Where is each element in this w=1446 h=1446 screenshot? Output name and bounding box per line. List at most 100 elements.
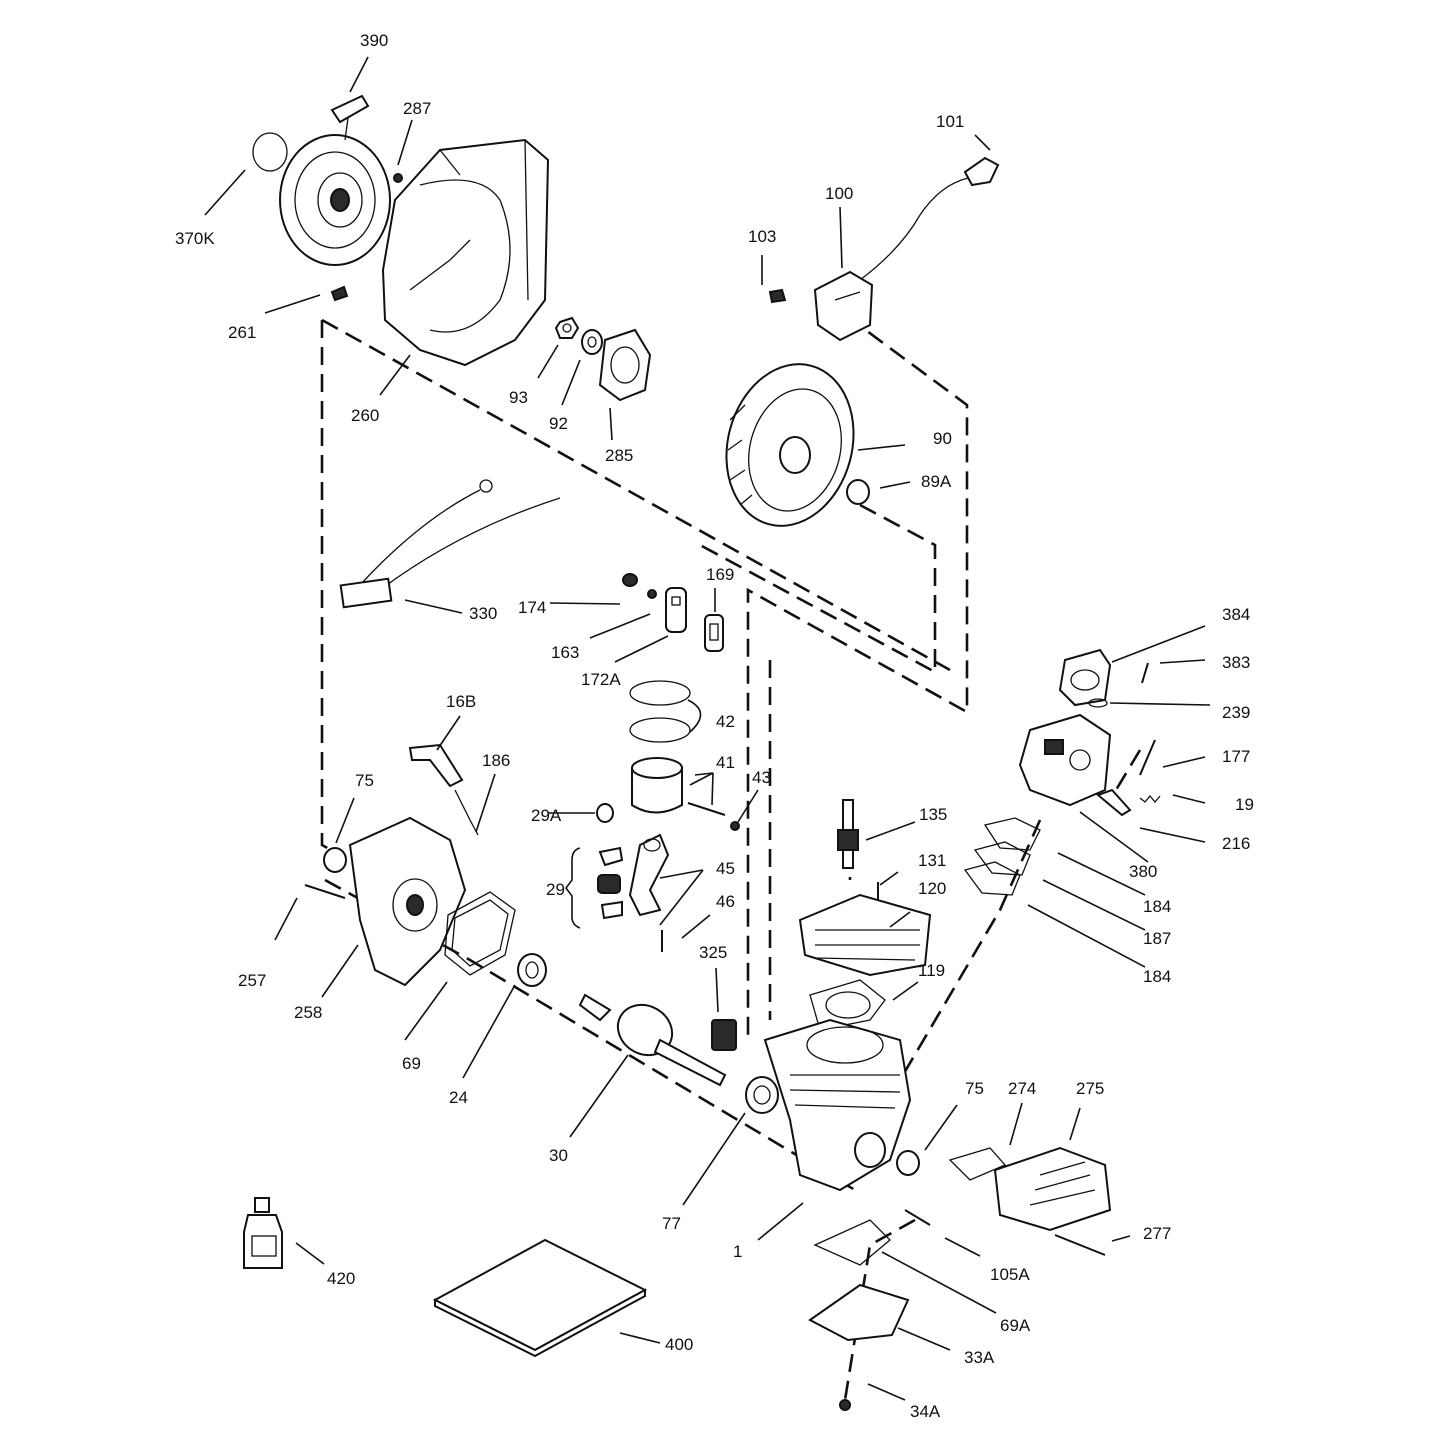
base-plate-part — [808, 1283, 910, 1342]
part-label: 257 — [238, 971, 266, 990]
bolt-part — [1054, 1234, 1106, 1256]
leader-lines — [204, 56, 1211, 1401]
crankcase-cover-part — [348, 816, 467, 987]
part-label: 400 — [665, 1335, 693, 1354]
bearing-part — [517, 953, 547, 987]
part-label: 92 — [549, 414, 568, 433]
part-label: 187 — [1143, 929, 1171, 948]
spark-plug-boot-part — [963, 156, 1000, 187]
part-label: 90 — [933, 429, 952, 448]
piston-part — [631, 757, 683, 814]
part-label: 258 — [294, 1003, 322, 1022]
part-label: 420 — [327, 1269, 355, 1288]
part-label: 75 — [965, 1079, 984, 1098]
part-label: 261 — [228, 323, 256, 342]
part-label: 287 — [403, 99, 431, 118]
part-labels: 390 287 370K 261 260 93 92 285 101 100 1… — [175, 31, 1254, 1421]
muffler-part — [993, 1146, 1112, 1232]
part-label: 275 — [1076, 1079, 1104, 1098]
part-label: 69 — [402, 1054, 421, 1073]
spark-plug-part — [837, 799, 859, 869]
part-label: 285 — [605, 446, 633, 465]
gasket-part — [444, 891, 516, 976]
part-label: 131 — [918, 851, 946, 870]
piston-pin-part — [687, 802, 726, 816]
part-label: 216 — [1222, 834, 1250, 853]
screw-part — [330, 285, 349, 302]
part-label: 172A — [581, 670, 621, 689]
bracket-part — [711, 1019, 737, 1051]
part-label: 325 — [699, 943, 727, 962]
part-label: 19 — [1235, 795, 1254, 814]
part-label: 184 — [1143, 967, 1171, 986]
nut-part — [554, 316, 580, 339]
part-label: 33A — [964, 1348, 995, 1367]
part-label: 184 — [1143, 897, 1171, 916]
manual-part — [432, 1238, 648, 1358]
spring-part — [1139, 794, 1161, 804]
gasket-part — [963, 861, 1021, 896]
part-label: 42 — [716, 712, 735, 731]
part-label: 390 — [360, 31, 388, 50]
part-label: 186 — [482, 751, 510, 770]
part-label: 174 — [518, 598, 546, 617]
wire-harness-part — [339, 479, 561, 609]
flywheel-nut-part — [846, 479, 870, 505]
part-label: 1 — [733, 1242, 742, 1261]
gasket-part — [704, 614, 724, 652]
gasket-part — [665, 587, 687, 633]
screw-part — [393, 173, 403, 183]
part-label: 135 — [919, 805, 947, 824]
part-label: 93 — [509, 388, 528, 407]
rod-bearing-part — [597, 846, 624, 920]
ignition-module-part — [813, 270, 874, 342]
part-label: 277 — [1143, 1224, 1171, 1243]
part-label: 75 — [355, 771, 374, 790]
stud-part — [904, 1209, 931, 1226]
muffler-gasket-part — [948, 1147, 1007, 1181]
ignition-wire — [859, 177, 969, 281]
throttle-lever-part — [1096, 788, 1132, 817]
part-label: 24 — [449, 1088, 468, 1107]
lever-part — [408, 743, 464, 788]
part-label: 105A — [990, 1265, 1030, 1284]
bearing-part — [745, 1076, 779, 1114]
spring-part — [454, 789, 479, 836]
screw-part — [839, 1399, 851, 1411]
seal-part — [896, 1150, 920, 1176]
screw-part — [768, 288, 787, 304]
part-label: 383 — [1222, 653, 1250, 672]
part-label: 100 — [825, 184, 853, 203]
screw-part — [1139, 739, 1156, 776]
blower-housing-part — [381, 138, 550, 367]
washer-part — [581, 329, 603, 355]
part-label: 77 — [662, 1214, 681, 1233]
starter-cup-part — [598, 328, 652, 402]
part-label: 30 — [549, 1146, 568, 1165]
part-label: 45 — [716, 859, 735, 878]
screw-part — [304, 884, 346, 899]
part-label: 46 — [716, 892, 735, 911]
cylinder-head-part — [798, 893, 932, 977]
part-label: 169 — [706, 565, 734, 584]
part-label: 274 — [1008, 1079, 1036, 1098]
bearing-part — [596, 803, 614, 823]
part-label: 103 — [748, 227, 776, 246]
part-label: 34A — [910, 1402, 941, 1421]
part-label: 163 — [551, 643, 579, 662]
part-label: 260 — [351, 406, 379, 425]
part-label: 330 — [469, 604, 497, 623]
gasket-part — [1088, 698, 1108, 708]
part-label: 29A — [531, 806, 562, 825]
screw-part — [622, 573, 638, 587]
part-label: 69A — [1000, 1316, 1031, 1335]
carburetor-part — [1018, 713, 1112, 807]
o-ring-part — [252, 132, 288, 172]
part-label: 384 — [1222, 605, 1250, 624]
spacer-part — [973, 841, 1031, 876]
part-label: 29 — [546, 880, 565, 899]
part-label: 380 — [1129, 862, 1157, 881]
part-label: 239 — [1222, 703, 1250, 722]
washer-part — [647, 589, 657, 599]
